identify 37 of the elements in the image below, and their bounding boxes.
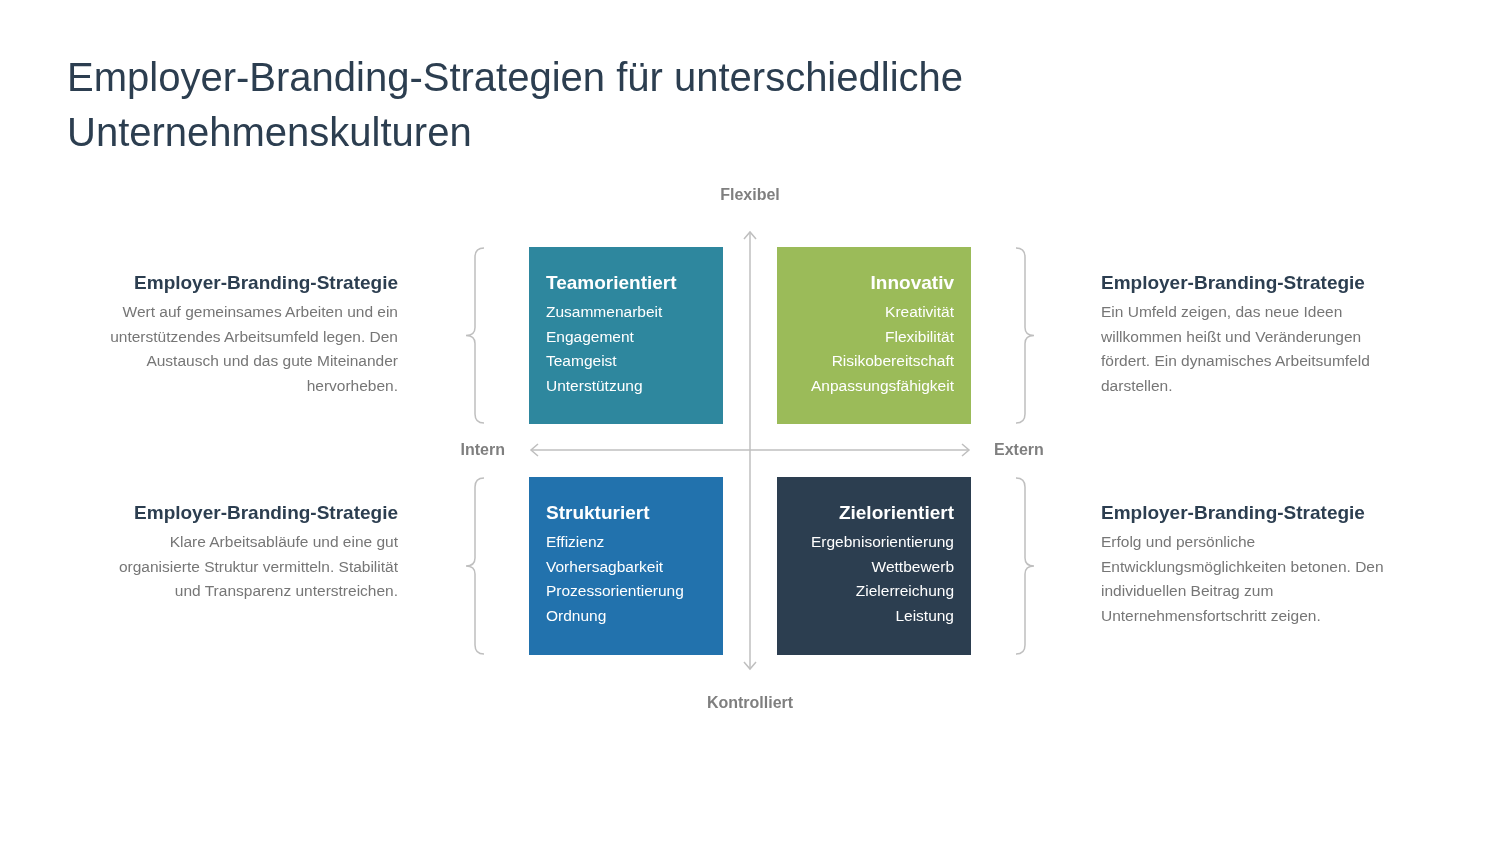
quadrant-item: Zusammenarbeit (546, 302, 664, 322)
quadrant-item: Anpassungsfähigkeit (809, 376, 954, 397)
quadrant-item: Leistung (894, 606, 954, 627)
axis-label: Extern (994, 440, 1044, 460)
page-title: Employer-Branding-Strategien für unterschiedliche Unternehmenskulturen (67, 54, 964, 156)
quadrant-heading: Teamorientiert (546, 271, 678, 295)
quadrant-box (777, 477, 971, 655)
strategy-heading: Employer-Branding-Strategie (1101, 501, 1366, 525)
quadrant-item: Wettbewerb (870, 556, 954, 577)
quadrant-heading: Innovativ (869, 271, 954, 295)
quadrant-box (777, 247, 971, 424)
quadrant-box (529, 477, 723, 655)
quadrant-item: Prozessorientierung (546, 581, 685, 602)
axis-label: Intern (460, 440, 505, 460)
axis-label: Flexibel (720, 185, 780, 205)
quadrant-item: Ergebnisorientierung (809, 532, 954, 552)
quadrant-heading: Strukturiert (546, 501, 651, 525)
strategy-text: Erfolg und persönliche Entwicklungsmöglichkeiten betonen. Den individuellen Beitrag zum Unternehmensfortschritt zeigen. (1101, 532, 1385, 627)
quadrant-item: Teamgeist (546, 351, 618, 372)
strategy-heading: Employer-Branding-Strategie (133, 501, 398, 525)
axis-label: Kontrolliert (706, 693, 794, 713)
quadrant-box (529, 247, 723, 424)
strategy-text: Klare Arbeitsabläufe und eine gut organisierte Struktur vermitteln. Stabilität und Transparenz unterstreichen. (117, 532, 398, 602)
quadrant-item: Kreativität (884, 302, 954, 322)
quadrant-item: Zielerreichung (854, 581, 954, 602)
quadrant-item: Ordnung (546, 606, 608, 627)
strategy-heading: Employer-Branding-Strategie (1101, 271, 1366, 295)
quadrant-item: Vorhersagbarkeit (546, 556, 665, 577)
quadrant-item: Risikobereitschaft (830, 351, 954, 372)
strategy-text: Ein Umfeld zeigen, das neue Ideen willkommen heißt und Veränderungen fördert. Ein dynamisches Arbeitsumfeld darstellen. (1101, 302, 1371, 397)
strategy-heading: Employer-Branding-Strategie (133, 271, 398, 295)
quadrant-item: Unterstützung (546, 376, 644, 397)
quadrant-heading: Zielorientiert (837, 501, 954, 525)
quadrant-item: Flexibilität (884, 326, 954, 347)
quadrant-item: Effizienz (546, 532, 606, 552)
strategy-text: Wert auf gemeinsames Arbeiten und ein unterstützendes Arbeitsumfeld legen. Den Austausch und das gute Miteinander hervorheben. (109, 302, 398, 397)
quadrant-item: Engagement (546, 326, 635, 347)
